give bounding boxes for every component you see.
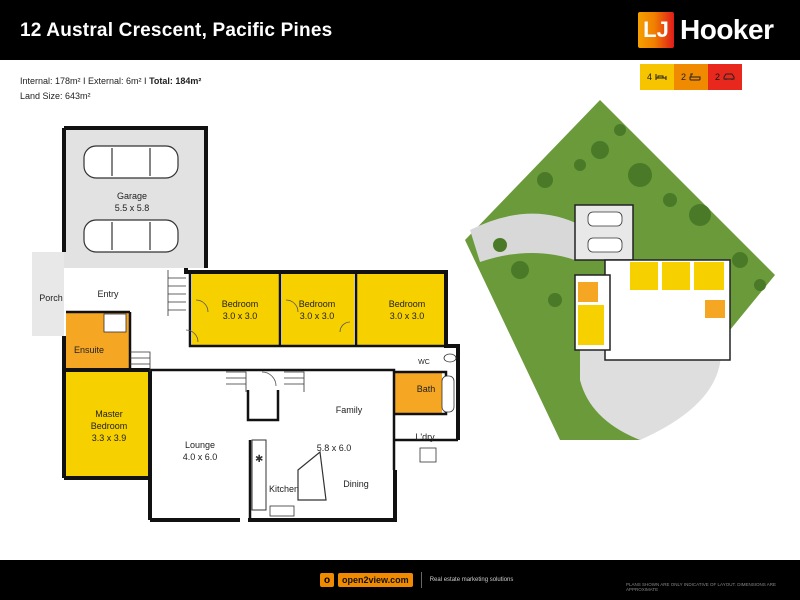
master-dimensions: 3.3 x 3.9 — [91, 433, 127, 443]
family-label: Family — [335, 405, 363, 415]
bedroom-label-2: Bedroom 3.0 x 3.0 — [282, 298, 352, 322]
open2view-tagline: Real estate marketing solutions — [429, 577, 514, 583]
garage-dimensions: 5.5 x 5.8 — [114, 203, 150, 213]
header-bar: 12 Austral Crescent, Pacific Pines LJ Ho… — [0, 0, 800, 60]
laundry-tub — [419, 447, 437, 463]
bath-icon — [689, 73, 701, 81]
master-fill — [66, 372, 148, 476]
kitchen-label: Kitchen — [268, 484, 300, 494]
bedroom-dimensions-1: 3.0 x 3.0 — [222, 311, 258, 321]
master-bedroom-label: Master Bedroom 3.3 x 3.9 — [74, 408, 144, 444]
stairs — [130, 270, 305, 392]
laundry-label: L'dry — [415, 432, 435, 442]
logo-text: Hooker — [680, 14, 774, 45]
site-ensuite — [578, 282, 598, 302]
bedroom-fill-1 — [192, 272, 280, 346]
bedroom-name-2: Bedroom — [298, 299, 336, 309]
land-size: Land Size: 643m² — [20, 91, 91, 101]
lounge-dimensions: 4.0 x 6.0 — [182, 452, 218, 462]
ensuite-shower — [103, 313, 127, 333]
wc-toilet — [443, 353, 457, 363]
porch-floor — [32, 252, 64, 336]
bedroom-fill-3 — [356, 272, 444, 346]
site-bed-2 — [662, 262, 690, 290]
car-icon — [723, 73, 735, 80]
area-stats: Internal: 178m² I External: 6m² I Total:… — [20, 74, 201, 104]
car-count: 2 — [714, 72, 720, 82]
bathroom-badge: 2 — [674, 64, 708, 90]
logo-mark: LJ — [638, 12, 674, 48]
bath-label: Bath — [416, 384, 436, 394]
footer-divider — [420, 572, 422, 588]
site-car-1 — [587, 211, 623, 227]
garage-label: Garage 5.5 x 5.8 — [100, 190, 164, 214]
site-bed-3 — [694, 262, 724, 290]
inner-walls — [66, 272, 458, 520]
family-dimensions: 5.8 x 6.0 — [316, 443, 352, 453]
stove-symbol: ✱ — [255, 454, 263, 465]
bedroom-dimensions-3: 3.0 x 3.0 — [389, 311, 425, 321]
site-car-2 — [587, 237, 623, 253]
wc-label: WC — [418, 359, 430, 366]
ensuite-label: Ensuite — [73, 345, 105, 355]
area-line: Internal: 178m² I External: 6m² I Total:… — [20, 74, 201, 89]
garage-car-top — [83, 145, 179, 179]
bedroom-name-3: Bedroom — [388, 299, 426, 309]
bedroom-name-1: Bedroom — [221, 299, 259, 309]
porch-label: Porch — [39, 293, 63, 303]
bedroom-label-1: Bedroom 3.0 x 3.0 — [205, 298, 275, 322]
open2view-brand[interactable]: o open2view.com Real estate marketing so… — [320, 572, 513, 588]
master-name: Master — [95, 409, 123, 419]
dining-label: Dining — [343, 479, 369, 489]
lounge-name: Lounge — [184, 440, 216, 450]
bedroom-count: 4 — [646, 72, 652, 82]
site-bed-1 — [630, 262, 658, 290]
kitchen-island — [297, 450, 327, 501]
entry-label: Entry — [97, 289, 119, 299]
door-arcs — [185, 299, 351, 387]
site-master — [578, 305, 604, 345]
area-internal-external: Internal: 178m² I External: 6m² I — [20, 76, 150, 86]
agency-logo[interactable]: LJ Hooker — [638, 12, 774, 48]
kitchen-sink — [269, 505, 295, 517]
bathroom-count: 2 — [680, 72, 686, 82]
bathtub — [441, 375, 455, 413]
site-bath — [705, 300, 725, 318]
open2view-logo-icon: o — [320, 573, 334, 587]
garage-name: Garage — [116, 191, 148, 201]
area-total: Total: 184m² — [149, 76, 202, 86]
patio — [580, 340, 721, 440]
plan-disclaimer: PLANS SHOWN ARE ONLY INDICATIVE OF LAYOU… — [626, 582, 776, 592]
master-name-line2: Bedroom — [90, 421, 128, 431]
floor-plan: ✱ — [32, 100, 775, 522]
outer-walls — [62, 126, 460, 522]
open2view-name: open2view.com — [338, 573, 413, 587]
lounge-label: Lounge 4.0 x 6.0 — [168, 439, 232, 463]
property-address: 12 Austral Crescent, Pacific Pines — [20, 20, 333, 41]
bedroom-fill-2 — [282, 272, 354, 346]
kitchen-bench — [251, 439, 267, 511]
bed-icon — [655, 74, 667, 80]
site-plan — [465, 100, 775, 440]
bath-fill — [394, 372, 442, 414]
feature-badges: 4 2 2 — [640, 64, 742, 90]
car-badge: 2 — [708, 64, 742, 90]
bedroom-label-3: Bedroom 3.0 x 3.0 — [372, 298, 442, 322]
bedroom-dimensions-2: 3.0 x 3.0 — [299, 311, 335, 321]
bedroom-badge: 4 — [640, 64, 674, 90]
site-trees — [493, 124, 766, 307]
garage-car-bottom — [83, 219, 179, 253]
